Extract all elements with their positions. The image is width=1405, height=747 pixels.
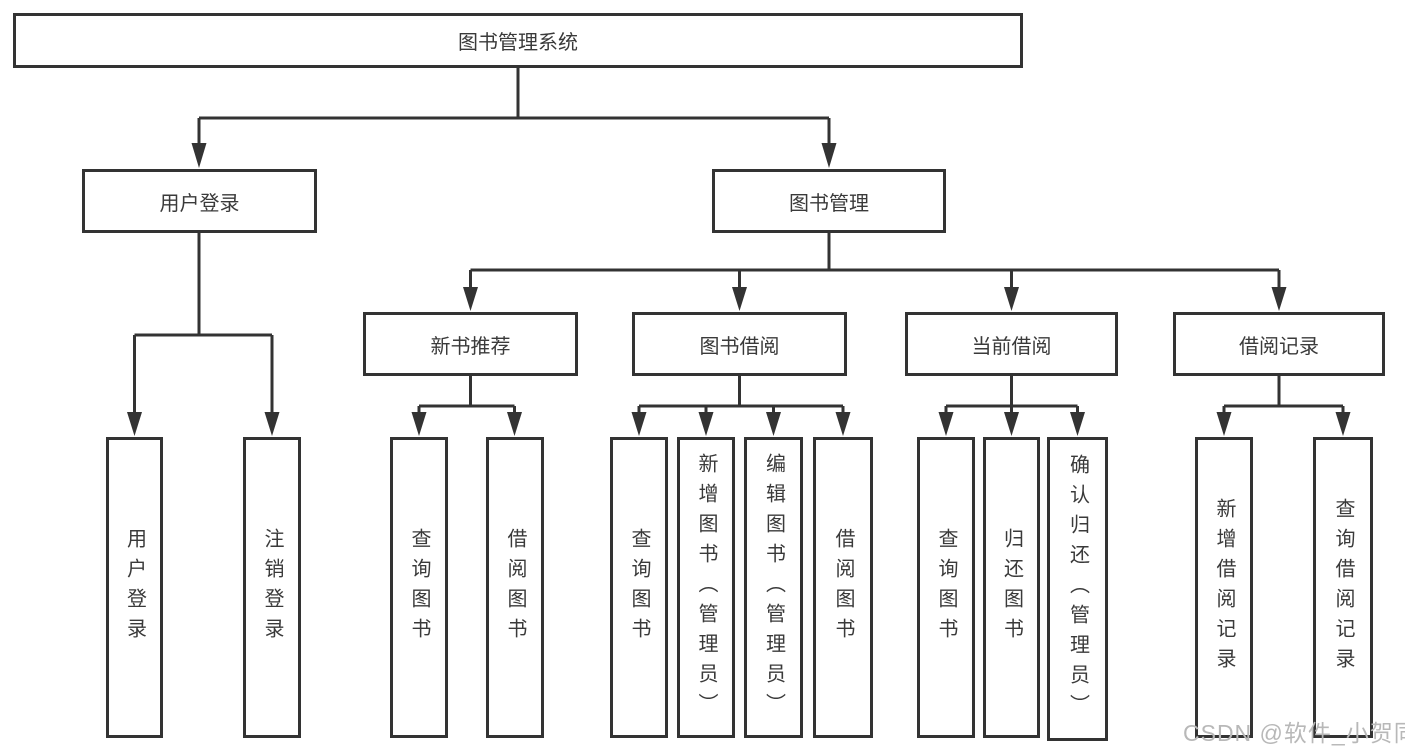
node-label: 查询图书 — [935, 527, 957, 648]
leaf-borrow-books-recommend: 借阅图书 — [486, 437, 544, 738]
leaf-return-books: 归还图书 — [983, 437, 1040, 738]
node-borrowing-records: 借阅记录 — [1173, 312, 1385, 376]
leaf-query-books-recommend: 查询图书 — [390, 437, 448, 738]
leaf-confirm-return-admin: 确认归还（管理员） — [1047, 437, 1108, 741]
leaf-logout: 注销登录 — [243, 437, 301, 738]
node-label: 图书管理 — [789, 192, 869, 215]
node-label: 归还图书 — [1000, 527, 1023, 648]
node-book-borrowing: 图书借阅 — [632, 312, 847, 376]
node-label: 用户登录 — [123, 527, 146, 648]
node-label: 新增图书（管理员） — [695, 452, 717, 723]
node-label: 注销登录 — [261, 527, 283, 648]
node-label: 查询图书 — [628, 527, 650, 648]
node-library-management-system: 图书管理系统 — [13, 13, 1023, 68]
node-label: 用户登录 — [159, 192, 240, 215]
arrowhead-group — [127, 143, 1351, 436]
node-label: 借阅图书 — [504, 527, 526, 648]
node-label: 查询借阅记录 — [1332, 497, 1354, 678]
leaf-borrow-books: 借阅图书 — [813, 437, 873, 738]
node-label: 编辑图书（管理员） — [762, 452, 785, 723]
leaf-add-books-admin: 新增图书（管理员） — [677, 437, 735, 738]
leaf-query-books-borrow: 查询图书 — [610, 437, 668, 738]
node-label: 确认归还（管理员） — [1066, 454, 1089, 724]
leaf-add-borrow-record: 新增借阅记录 — [1195, 437, 1253, 738]
node-label: 图书管理系统 — [458, 32, 578, 54]
leaf-edit-books-admin: 编辑图书（管理员） — [744, 437, 803, 738]
node-label: 借阅记录 — [1239, 335, 1319, 358]
node-new-book-recommendation: 新书推荐 — [363, 312, 578, 376]
leaf-user-login: 用户登录 — [106, 437, 163, 738]
node-label: 当前借阅 — [971, 335, 1052, 358]
node-label: 新增借阅记录 — [1213, 497, 1235, 678]
csdn-watermark: CSDN @软件_小贺同学 — [1183, 720, 1405, 746]
node-label: 新书推荐 — [430, 335, 511, 358]
leaf-query-books-current: 查询图书 — [917, 437, 975, 738]
node-user-login: 用户登录 — [82, 169, 317, 233]
leaf-query-borrow-record: 查询借阅记录 — [1313, 437, 1373, 738]
node-label: 借阅图书 — [832, 527, 854, 648]
node-book-management: 图书管理 — [712, 169, 946, 233]
node-current-borrowing: 当前借阅 — [905, 312, 1118, 376]
node-label: 查询图书 — [408, 527, 430, 648]
node-label: 图书借阅 — [699, 335, 780, 358]
